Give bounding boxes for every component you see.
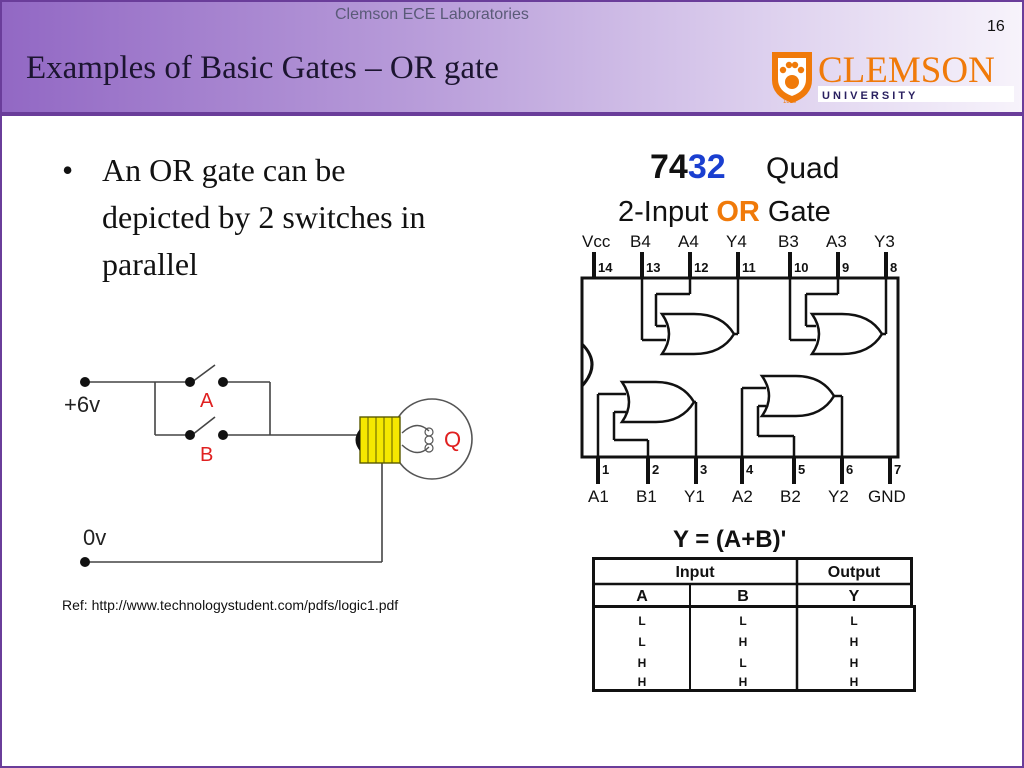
chip-description: 2-Input OR Gate xyxy=(618,196,831,228)
or-gate-icon xyxy=(788,278,888,356)
pin-label-top: B3 xyxy=(778,232,799,251)
pin-number-top: 11 xyxy=(742,260,756,275)
truth-table-cell: H xyxy=(638,656,647,670)
pin-number-bottom: 4 xyxy=(746,462,754,477)
pin-number-top: 9 xyxy=(842,260,849,275)
pin-label-bottom: B1 xyxy=(636,487,657,506)
chip-notch xyxy=(580,342,594,388)
truth-table-cell: H xyxy=(739,675,748,689)
lamp-output-label: Q xyxy=(444,427,461,452)
truth-table-cell: H xyxy=(850,675,859,689)
pin-number-bottom: 5 xyxy=(798,462,805,477)
pin-number-bottom: 3 xyxy=(700,462,707,477)
logo-year: 1889 xyxy=(783,99,797,105)
or-gate-icon xyxy=(596,380,698,457)
logo-wordmark: CLEMSON xyxy=(818,50,995,91)
pin-label-bottom: A1 xyxy=(588,487,609,506)
bullet-text: An OR gate can be depicted by 2 switches… xyxy=(102,152,426,282)
truth-table-cell: L xyxy=(638,635,645,649)
lab-name: Clemson ECE Laboratories xyxy=(335,6,529,23)
truth-table-cell: H xyxy=(850,635,859,649)
pin-number-top: 8 xyxy=(890,260,897,275)
pin-label-bottom: A2 xyxy=(732,487,753,506)
pin-label-top: Y4 xyxy=(726,232,747,251)
ground-voltage-label: 0v xyxy=(83,525,106,550)
pin-number-top: 13 xyxy=(646,260,660,275)
truth-table-cell: L xyxy=(739,614,746,628)
pin-number-top: 12 xyxy=(694,260,708,275)
pin-label-top: A4 xyxy=(678,232,699,251)
header-bar: Clemson ECE Laboratories 16 Examples of … xyxy=(2,2,1022,116)
ic-7432-pinout-diagram: 7432 Quad 2-Input OR Gate Vcc B4 A4 Y4 B… xyxy=(580,148,906,553)
lamp-icon xyxy=(355,398,473,480)
logo-subtitle: U N I V E R S I T Y xyxy=(822,90,916,102)
pin-label-bottom: B2 xyxy=(780,487,801,506)
pin-number-bottom: 2 xyxy=(652,462,659,477)
or-gate-icon xyxy=(740,374,844,457)
pin-number-bottom: 7 xyxy=(894,462,901,477)
truth-table: Input Output A B Y L L L L H H H L H H H… xyxy=(592,557,916,692)
bullet-symbol: • xyxy=(62,152,74,188)
pin-number-bottom: 1 xyxy=(602,462,609,477)
truth-table-output-header: Output xyxy=(828,564,881,581)
supply-terminal-node xyxy=(80,377,90,387)
truth-table-cell: L xyxy=(638,614,645,628)
chip-body xyxy=(580,276,900,459)
page-title: Examples of Basic Gates – OR gate xyxy=(26,50,499,86)
pin-label-top: Vcc xyxy=(582,232,611,251)
chip-quad-label: Quad xyxy=(766,152,839,185)
ground-terminal-node xyxy=(80,557,90,567)
truth-table-input-header: Input xyxy=(675,564,715,581)
page-number: 16 xyxy=(987,18,1005,35)
truth-table-col-b: B xyxy=(737,588,749,605)
pin-number-top: 14 xyxy=(598,260,613,275)
reference-text: Ref: http://www.technologystudent.com/pd… xyxy=(62,597,399,613)
pin-label-bottom: GND xyxy=(868,487,906,506)
truth-table-col-a: A xyxy=(636,588,648,605)
truth-table-cell: H xyxy=(739,635,748,649)
clemson-logo: CLEMSON U N I V E R S I T Y 1889 xyxy=(772,50,1014,105)
chip-part-number: 7432 xyxy=(650,148,726,186)
switch-a-label: A xyxy=(200,390,214,412)
pin-label-bottom: Y2 xyxy=(828,487,849,506)
truth-table-cell: L xyxy=(739,656,746,670)
pin-number-top: 10 xyxy=(794,260,808,275)
pin-label-bottom: Y1 xyxy=(684,487,705,506)
tiger-paw-shield-icon xyxy=(772,52,812,103)
or-equation: Y = (A+B)' xyxy=(673,526,786,553)
truth-table-cell: H xyxy=(850,656,859,670)
switch-circuit-diagram: +6v 0v A B Q xyxy=(64,364,473,567)
pin-label-top: Y3 xyxy=(874,232,895,251)
truth-table-cell: H xyxy=(638,675,647,689)
or-gate-icon xyxy=(640,278,740,356)
pin-label-top: A3 xyxy=(826,232,847,251)
switch-b-label: B xyxy=(200,444,213,466)
pin-label-top: B4 xyxy=(630,232,651,251)
truth-table-cell: L xyxy=(850,614,857,628)
pin-number-bottom: 6 xyxy=(846,462,853,477)
truth-table-col-y: Y xyxy=(849,588,860,605)
supply-voltage-label: +6v xyxy=(64,392,100,417)
